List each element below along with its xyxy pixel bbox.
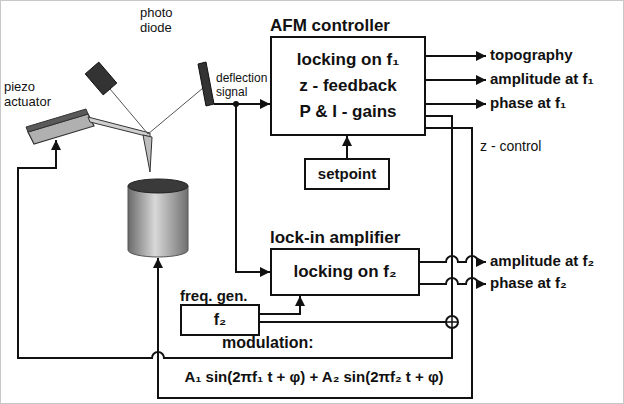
summing-junction [446,316,458,328]
scanner-top [128,179,188,193]
setpoint-box: setpoint [304,158,390,190]
reflected-beam [148,88,203,134]
scanner-edge [128,186,129,250]
formula-text: A₁ sin(2πf₁ t + φ) + A₂ sin(2πf₂ t + φ) [162,368,466,385]
box-body: setpoint [306,160,388,188]
signal-label: modulation: [222,334,314,352]
cantilever-tip [143,135,152,172]
signal-connector [346,136,348,158]
laser-source [85,62,117,95]
box-text: f₂ [214,310,226,330]
signal-label: z - control [480,138,541,154]
controller-box: locking on f₁z - feedbackP & I - gainsAF… [270,36,426,136]
cantilever-beam [88,117,150,137]
signal-connector [260,296,300,314]
summing-cross [446,316,458,328]
box-text: z - feedback [299,73,396,99]
box-heading: lock-in amplifier [270,228,400,248]
box-text: setpoint [318,164,376,184]
box-heading: freq. gen. [180,287,248,304]
signal-label: deflection signal [216,72,270,100]
box-text: P & I - gains [300,99,397,125]
laser-beam [110,89,148,134]
output-arrow [420,278,486,284]
output-label: amplitude at f₂ [490,252,594,269]
box-body: f₂ [182,306,258,334]
scanner-bottom [128,250,188,257]
scanner-edge [188,186,189,250]
generator-wire [260,321,446,323]
output-label: topography [490,46,573,63]
output-label: phase at f₁ [490,94,566,111]
output-arrow [426,79,486,81]
junction-dot [233,101,239,107]
part-label: photo diode [140,6,190,36]
box-heading: AFM controller [270,16,390,36]
output-arrow [420,256,486,262]
output-arrow [426,103,486,105]
output-label: phase at f₂ [490,274,567,291]
output-arrow [426,55,486,57]
deflection-branch [236,104,270,272]
box-text: locking on f₁ [297,47,399,73]
box-text: locking on f₂ [294,260,397,284]
modulation-wire [18,140,452,358]
lock-in-box: locking on f₂lock-in amplifier [270,248,420,296]
photodiode-plate [198,62,214,106]
output-label: amplitude at f₁ [490,70,594,87]
drive-wire [426,116,452,316]
box-body: locking on f₁z - feedbackP & I - gains [272,38,424,134]
part-label: piezo actuator [4,80,66,110]
deflection-wire [214,103,270,105]
box-body: locking on f₂ [272,250,418,294]
piezo-plate [26,109,88,132]
scanner-body [128,186,188,250]
generator-box: f₂freq. gen. [180,304,260,336]
